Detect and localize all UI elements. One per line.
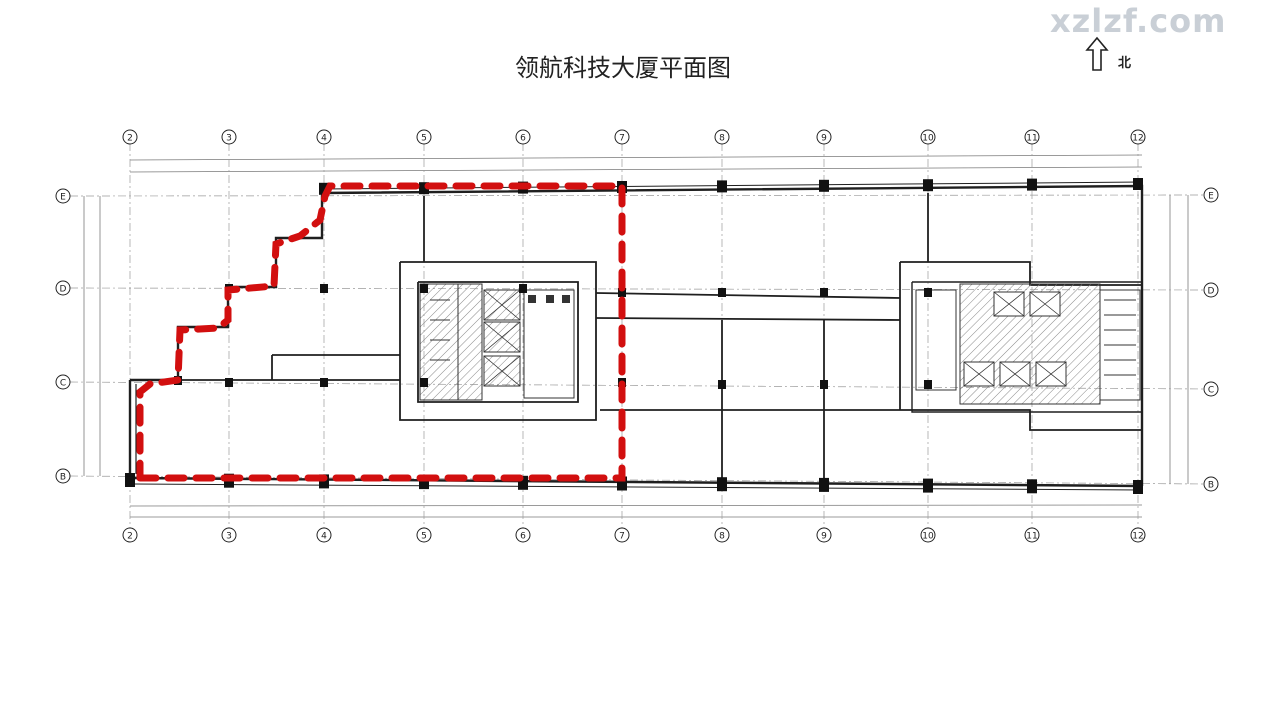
grid-bubble-bottom-6: 6 (515, 527, 531, 543)
grid-bubble-left-B: B (55, 468, 71, 484)
grid-bubble-top-3: 3 (221, 129, 237, 145)
grid-bubble-bottom-4: 4 (316, 527, 332, 543)
svg-text:4: 4 (321, 532, 327, 542)
svg-text:12: 12 (1132, 532, 1143, 542)
svg-text:11: 11 (1026, 134, 1037, 144)
svg-text:5: 5 (421, 134, 427, 144)
svg-text:9: 9 (821, 134, 827, 144)
svg-text:C: C (60, 379, 66, 389)
grid-bubble-left-E: E (55, 188, 71, 204)
grid-bubble-right-B: B (1203, 476, 1219, 492)
right-core (915, 283, 1141, 405)
svg-text:9: 9 (821, 532, 827, 542)
svg-text:B: B (1208, 481, 1214, 491)
grid-bubble-top-11: 11 (1024, 129, 1040, 145)
grid-bubble-right-D: D (1203, 282, 1219, 298)
grid-bubble-top-8: 8 (714, 129, 730, 145)
dimension-lines (83, 154, 1189, 518)
plan-title: 领航科技大厦平面图 (515, 54, 731, 82)
svg-text:7: 7 (619, 134, 625, 144)
svg-text:D: D (60, 285, 67, 295)
svg-text:6: 6 (520, 532, 526, 542)
svg-text:10: 10 (922, 134, 934, 144)
grid-bubble-bottom-2: 2 (122, 527, 138, 543)
svg-text:2: 2 (127, 134, 133, 144)
svg-text:E: E (1208, 192, 1214, 202)
svg-text:5: 5 (421, 532, 427, 542)
north-arrow-icon (1085, 36, 1109, 71)
grid-bubble-bottom-5: 5 (416, 527, 432, 543)
svg-text:D: D (1208, 287, 1215, 297)
svg-text:4: 4 (321, 134, 327, 144)
svg-text:3: 3 (226, 134, 232, 144)
grid-bubble-top-12: 12 (1130, 129, 1146, 145)
grid-bubble-bottom-10: 10 (920, 527, 936, 543)
svg-text:C: C (1208, 386, 1214, 396)
svg-text:B: B (60, 473, 66, 483)
svg-text:10: 10 (922, 532, 934, 542)
grid-bubble-top-9: 9 (816, 129, 832, 145)
grid-bubble-left-C: C (55, 374, 71, 390)
grid-bubble-top-7: 7 (614, 129, 630, 145)
svg-text:2: 2 (127, 532, 133, 542)
svg-text:12: 12 (1132, 134, 1143, 144)
grid-bubble-bottom-3: 3 (221, 527, 237, 543)
grid-bubble-top-10: 10 (920, 129, 936, 145)
grid-bubble-right-E: E (1203, 187, 1219, 203)
grid-bubble-top-6: 6 (515, 129, 531, 145)
grid-bubble-bottom-11: 11 (1024, 527, 1040, 543)
svg-text:7: 7 (619, 532, 625, 542)
svg-text:6: 6 (520, 134, 526, 144)
grid-bubble-right-C: C (1203, 381, 1219, 397)
grid-bubble-bottom-7: 7 (614, 527, 630, 543)
grid-bubble-top-2: 2 (122, 129, 138, 145)
grid-bubble-top-4: 4 (316, 129, 332, 145)
grid-bubble-left-D: D (55, 280, 71, 296)
svg-text:11: 11 (1026, 532, 1037, 542)
grid-bubble-bottom-9: 9 (816, 527, 832, 543)
north-label: 北 (1118, 56, 1132, 71)
svg-text:E: E (60, 193, 66, 203)
leased-area-outline (136, 182, 626, 482)
grid-bubble-bottom-8: 8 (714, 527, 730, 543)
watermark: xzlzf.com (1050, 2, 1227, 40)
svg-text:8: 8 (719, 532, 725, 542)
svg-text:3: 3 (226, 532, 232, 542)
svg-text:8: 8 (719, 134, 725, 144)
grid-bubble-top-5: 5 (416, 129, 432, 145)
grid-bubble-bottom-12: 12 (1130, 527, 1146, 543)
central-core (419, 283, 575, 401)
